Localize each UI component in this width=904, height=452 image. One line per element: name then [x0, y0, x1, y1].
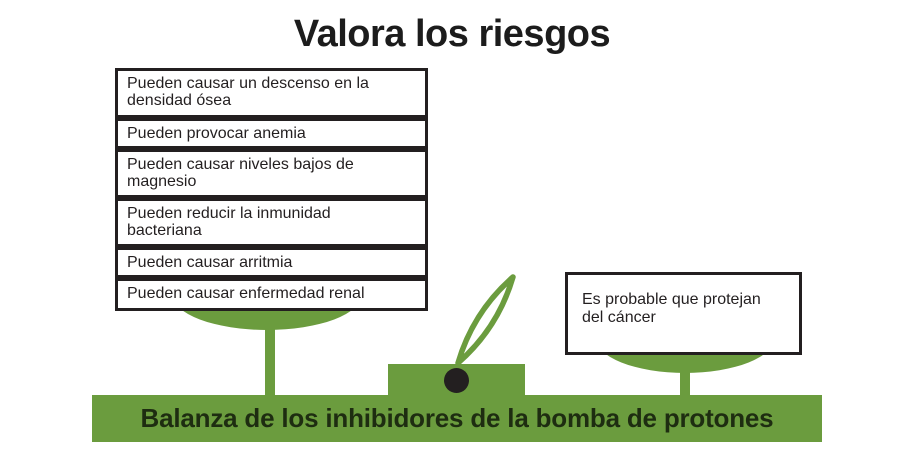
left-scale-stem — [265, 310, 275, 397]
scale-beam: Balanza de los inhibidores de la bomba d… — [92, 395, 822, 442]
risk-item: Pueden causar arritmia — [115, 247, 428, 278]
risk-item: Pueden provocar anemia — [115, 118, 428, 149]
scale-beam-label: Balanza de los inhibidores de la bomba d… — [140, 403, 774, 433]
right-scale-stem — [680, 353, 690, 397]
benefit-panel: Es probable que protejan del cáncer — [565, 272, 802, 355]
scale-needle-icon — [455, 274, 516, 366]
risks-panel: Pueden causar un descenso en la densidad… — [115, 68, 428, 311]
risk-item: Pueden causar enfermedad renal — [115, 278, 428, 311]
risk-item: Pueden causar un descenso en la densidad… — [115, 68, 428, 118]
pivot-dot-icon — [444, 368, 469, 393]
risk-item: Pueden reducir la inmunidad bacteriana — [115, 198, 428, 247]
page-title: Valora los riesgos — [293, 13, 611, 55]
risk-item: Pueden causar niveles bajos de magnesio — [115, 149, 428, 198]
